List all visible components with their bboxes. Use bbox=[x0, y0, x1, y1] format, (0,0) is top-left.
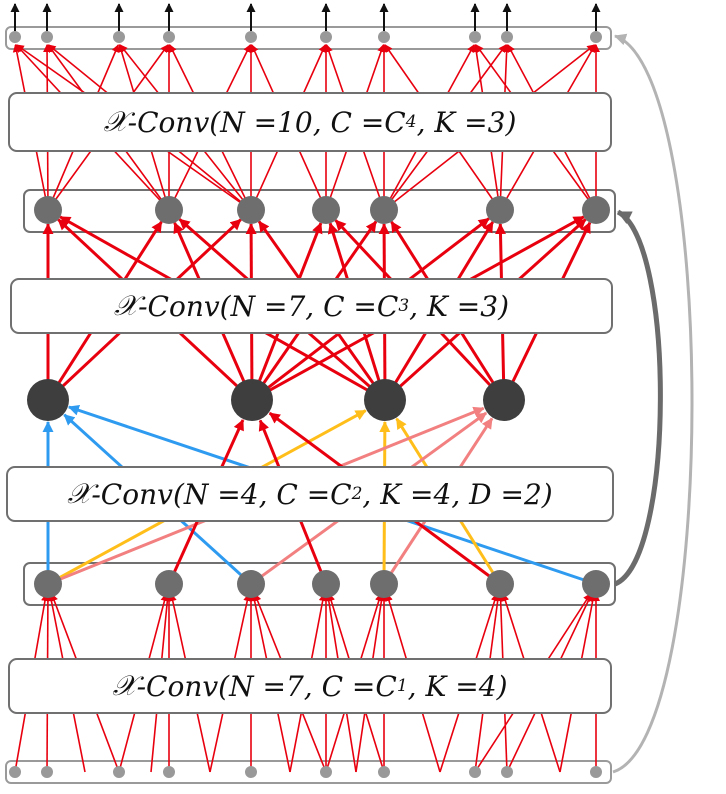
xconv-block-1-n: 7 bbox=[285, 669, 304, 703]
xconv-block-4-c-sub: 4 bbox=[405, 112, 417, 132]
skip-arrow-l1-to-l3 bbox=[613, 209, 663, 587]
xconv-block-4-op: -Conv bbox=[127, 105, 210, 139]
xconv-block-2-op: -Conv bbox=[91, 477, 173, 511]
output-point bbox=[9, 31, 21, 43]
l1-point bbox=[312, 570, 340, 598]
output-point bbox=[320, 31, 332, 43]
output-point bbox=[41, 31, 53, 43]
xconv-block-1-script-x: 𝒳 bbox=[112, 669, 137, 702]
input-point bbox=[320, 766, 332, 778]
l2-point bbox=[231, 379, 273, 421]
layer-frame-output bbox=[5, 26, 612, 50]
xconv-block-1-k: 4 bbox=[478, 669, 497, 703]
input-point bbox=[113, 766, 125, 778]
xconv-block-4-k: 3 bbox=[487, 105, 506, 139]
xconv-block-3-op: -Conv bbox=[138, 289, 220, 323]
skip-arrow-input-to-output bbox=[612, 33, 694, 774]
l1-point bbox=[486, 570, 514, 598]
input-point bbox=[501, 766, 513, 778]
xconv-block-3-k: 3 bbox=[480, 289, 499, 323]
input-point bbox=[41, 766, 53, 778]
xconv-block-3-c-sub: 3 bbox=[398, 296, 410, 316]
l3-point bbox=[370, 196, 398, 224]
l1-point bbox=[155, 570, 183, 598]
output-point bbox=[501, 31, 513, 43]
l3-point bbox=[312, 196, 340, 224]
xconv-block-4-c: C bbox=[384, 105, 406, 139]
output-point bbox=[163, 31, 175, 43]
xconv-block-2-script-x: 𝒳 bbox=[67, 477, 92, 510]
l3-point bbox=[486, 196, 514, 224]
input-point bbox=[245, 766, 257, 778]
xconv-block-3-c: C bbox=[376, 289, 399, 323]
l1-point bbox=[237, 570, 265, 598]
output-point bbox=[590, 31, 602, 43]
l3-point bbox=[237, 196, 265, 224]
layer-frame-input bbox=[5, 760, 612, 784]
l1-point bbox=[582, 570, 610, 598]
l3-point bbox=[34, 196, 62, 224]
l1-point bbox=[34, 570, 62, 598]
output-point bbox=[245, 31, 257, 43]
xconv-block-1-c-sub: 1 bbox=[396, 676, 408, 696]
xconv-block-2-c-sub: 2 bbox=[351, 484, 363, 504]
xconv-block-4-n: 10 bbox=[277, 105, 313, 139]
output-point bbox=[378, 31, 390, 43]
xconv-block-1-c: C bbox=[375, 669, 397, 703]
xconv-block-2-d: 2 bbox=[523, 477, 542, 511]
l2-point bbox=[483, 379, 525, 421]
output-point bbox=[113, 31, 125, 43]
xconv-block-2-c: C bbox=[330, 477, 352, 511]
node-group bbox=[9, 31, 610, 778]
xconv-block-1-op: -Conv bbox=[136, 669, 219, 703]
l3-point bbox=[582, 196, 610, 224]
l2-point bbox=[27, 379, 69, 421]
input-point bbox=[378, 766, 390, 778]
input-point bbox=[590, 766, 602, 778]
output-point bbox=[469, 31, 481, 43]
l2-point bbox=[364, 379, 406, 421]
l1-point bbox=[370, 570, 398, 598]
input-point bbox=[469, 766, 481, 778]
xconv-block-4-script-x: 𝒳 bbox=[103, 105, 128, 138]
xconv-block-2-k: 4 bbox=[433, 477, 452, 511]
input-point bbox=[9, 766, 21, 778]
input-point bbox=[163, 766, 175, 778]
l3-point bbox=[155, 196, 183, 224]
xconv-block-3-script-x: 𝒳 bbox=[113, 289, 139, 322]
xconv-block-3-n: 7 bbox=[287, 289, 306, 323]
xconv-block-2-n: 4 bbox=[240, 477, 259, 511]
